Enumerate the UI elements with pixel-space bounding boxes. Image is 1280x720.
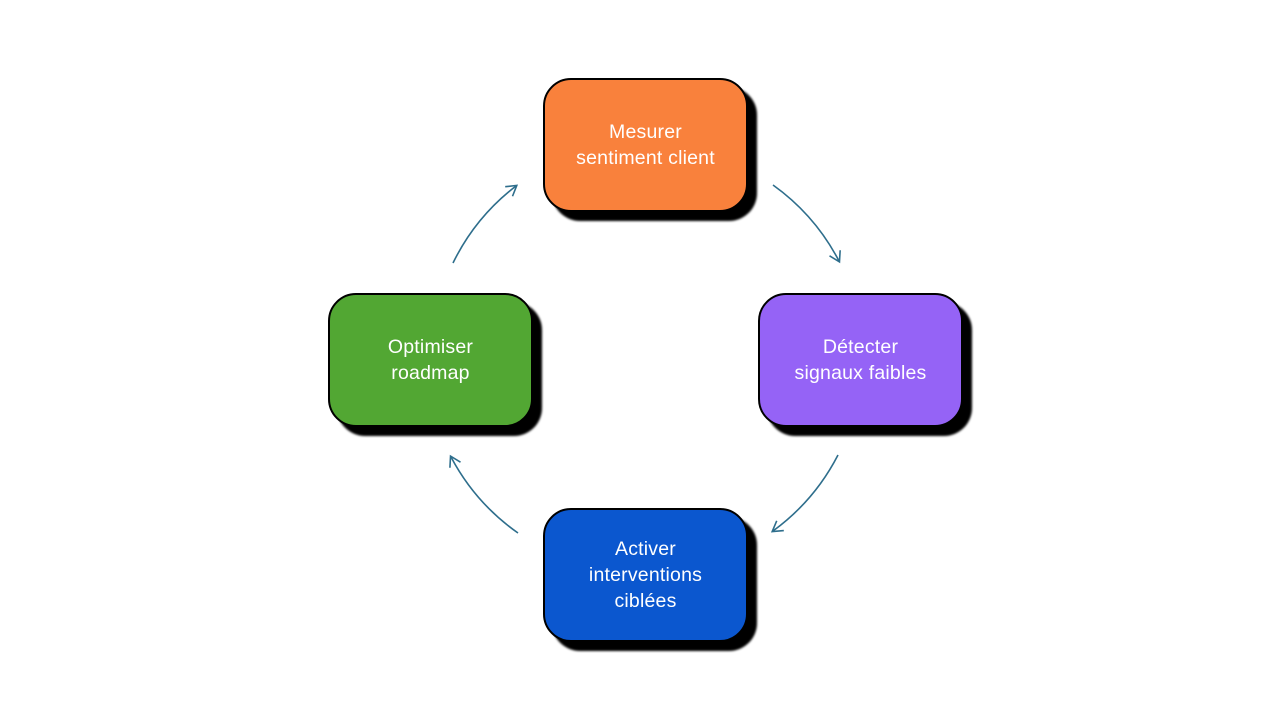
arrow-bottom-to-left-icon: [449, 454, 519, 534]
arrow-left-to-top-icon: [452, 184, 519, 264]
node-optimiser-roadmap: Optimiser roadmap: [328, 293, 533, 427]
node-activer-interventions-ciblees: Activer interventions ciblées: [543, 508, 748, 642]
arrow-right-to-bottom-icon: [770, 454, 839, 533]
node-label: Optimiser roadmap: [387, 336, 474, 384]
node-detecter-signaux-faibles: Détecter signaux faibles: [758, 293, 963, 427]
node-mesurer-sentiment-client: Mesurer sentiment client: [543, 78, 748, 212]
arrow-top-to-right-icon: [772, 184, 841, 264]
node-label: Détecter signaux faibles: [794, 336, 927, 384]
node-label: Mesurer sentiment client: [576, 121, 715, 169]
node-label: Activer interventions ciblées: [588, 538, 703, 612]
